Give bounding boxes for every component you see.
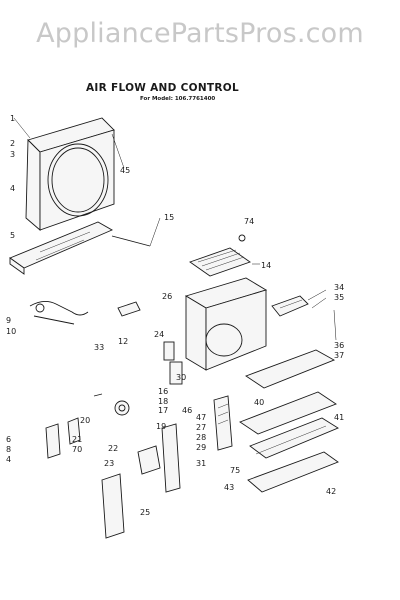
- callout-label: 35: [334, 293, 344, 302]
- drain-pan-part: [239, 349, 339, 493]
- leader-lines: [13, 117, 337, 341]
- callout-label: 75: [230, 466, 240, 475]
- callout-label: 6: [6, 435, 11, 444]
- callout-label: 26: [162, 292, 172, 301]
- callout-label: 30: [176, 373, 186, 382]
- callout-label: 9: [6, 316, 11, 325]
- callout-label: 10: [6, 327, 16, 336]
- shroud-part: [184, 277, 268, 371]
- control-bracket-part: [271, 295, 309, 317]
- filter-part: [189, 234, 251, 277]
- control-cover-part: [45, 417, 81, 459]
- callout-label: 74: [244, 217, 254, 226]
- callout-label: 8: [6, 445, 11, 454]
- front-panel-part: [25, 117, 115, 231]
- callout-label: 18: [158, 397, 168, 406]
- callout-labels: 1 2 3 4 5 45 15 74 14 34 35 36 37 9 10 2…: [6, 114, 344, 517]
- callout-label: 5: [10, 231, 15, 240]
- callout-label: 20: [80, 416, 90, 425]
- callout-label: 37: [334, 351, 344, 360]
- callout-label: 45: [120, 166, 130, 175]
- base-pan-part: [9, 221, 151, 275]
- callout-label: 4: [6, 455, 11, 464]
- callout-label: 19: [156, 422, 166, 431]
- callout-label: 21: [72, 435, 82, 444]
- switch-part: [101, 423, 181, 539]
- callout-label: 29: [196, 443, 206, 452]
- model-label: For Model: 106.7761400: [140, 96, 216, 102]
- callout-label: 17: [158, 406, 168, 415]
- callout-label: 31: [196, 459, 206, 468]
- callout-label: 47: [196, 413, 206, 422]
- callout-label: 70: [72, 445, 82, 454]
- callout-label: 33: [94, 343, 104, 352]
- callout-label: 14: [261, 261, 271, 270]
- motor-part: [29, 301, 89, 325]
- bracket-parts: [117, 301, 183, 385]
- callout-label: 22: [108, 444, 118, 453]
- callout-label: 3: [10, 150, 15, 159]
- callout-label: 25: [140, 508, 150, 517]
- callout-label: 34: [334, 283, 344, 292]
- callout-label: 46: [182, 406, 192, 415]
- callout-label: 4: [10, 184, 15, 193]
- callout-label: 16: [158, 387, 168, 396]
- callout-label: 41: [334, 413, 344, 422]
- callout-label: 24: [154, 330, 164, 339]
- knob-part: [93, 393, 130, 416]
- callout-label: 23: [104, 459, 114, 468]
- thermostat-part: [213, 395, 233, 451]
- callout-label: 43: [224, 483, 234, 492]
- watermark: AppliancePartsPros.com: [36, 18, 364, 49]
- callout-label: 15: [164, 213, 174, 222]
- callout-label: 12: [118, 337, 128, 346]
- callout-label: 27: [196, 423, 206, 432]
- callout-label: 28: [196, 433, 206, 442]
- diagram-title: AIR FLOW AND CONTROL: [86, 82, 239, 94]
- callout-label: 40: [254, 398, 264, 407]
- callout-label: 36: [334, 341, 344, 350]
- callout-label: 1: [10, 114, 15, 123]
- callout-label: 2: [10, 139, 15, 148]
- callout-label: 42: [326, 487, 336, 496]
